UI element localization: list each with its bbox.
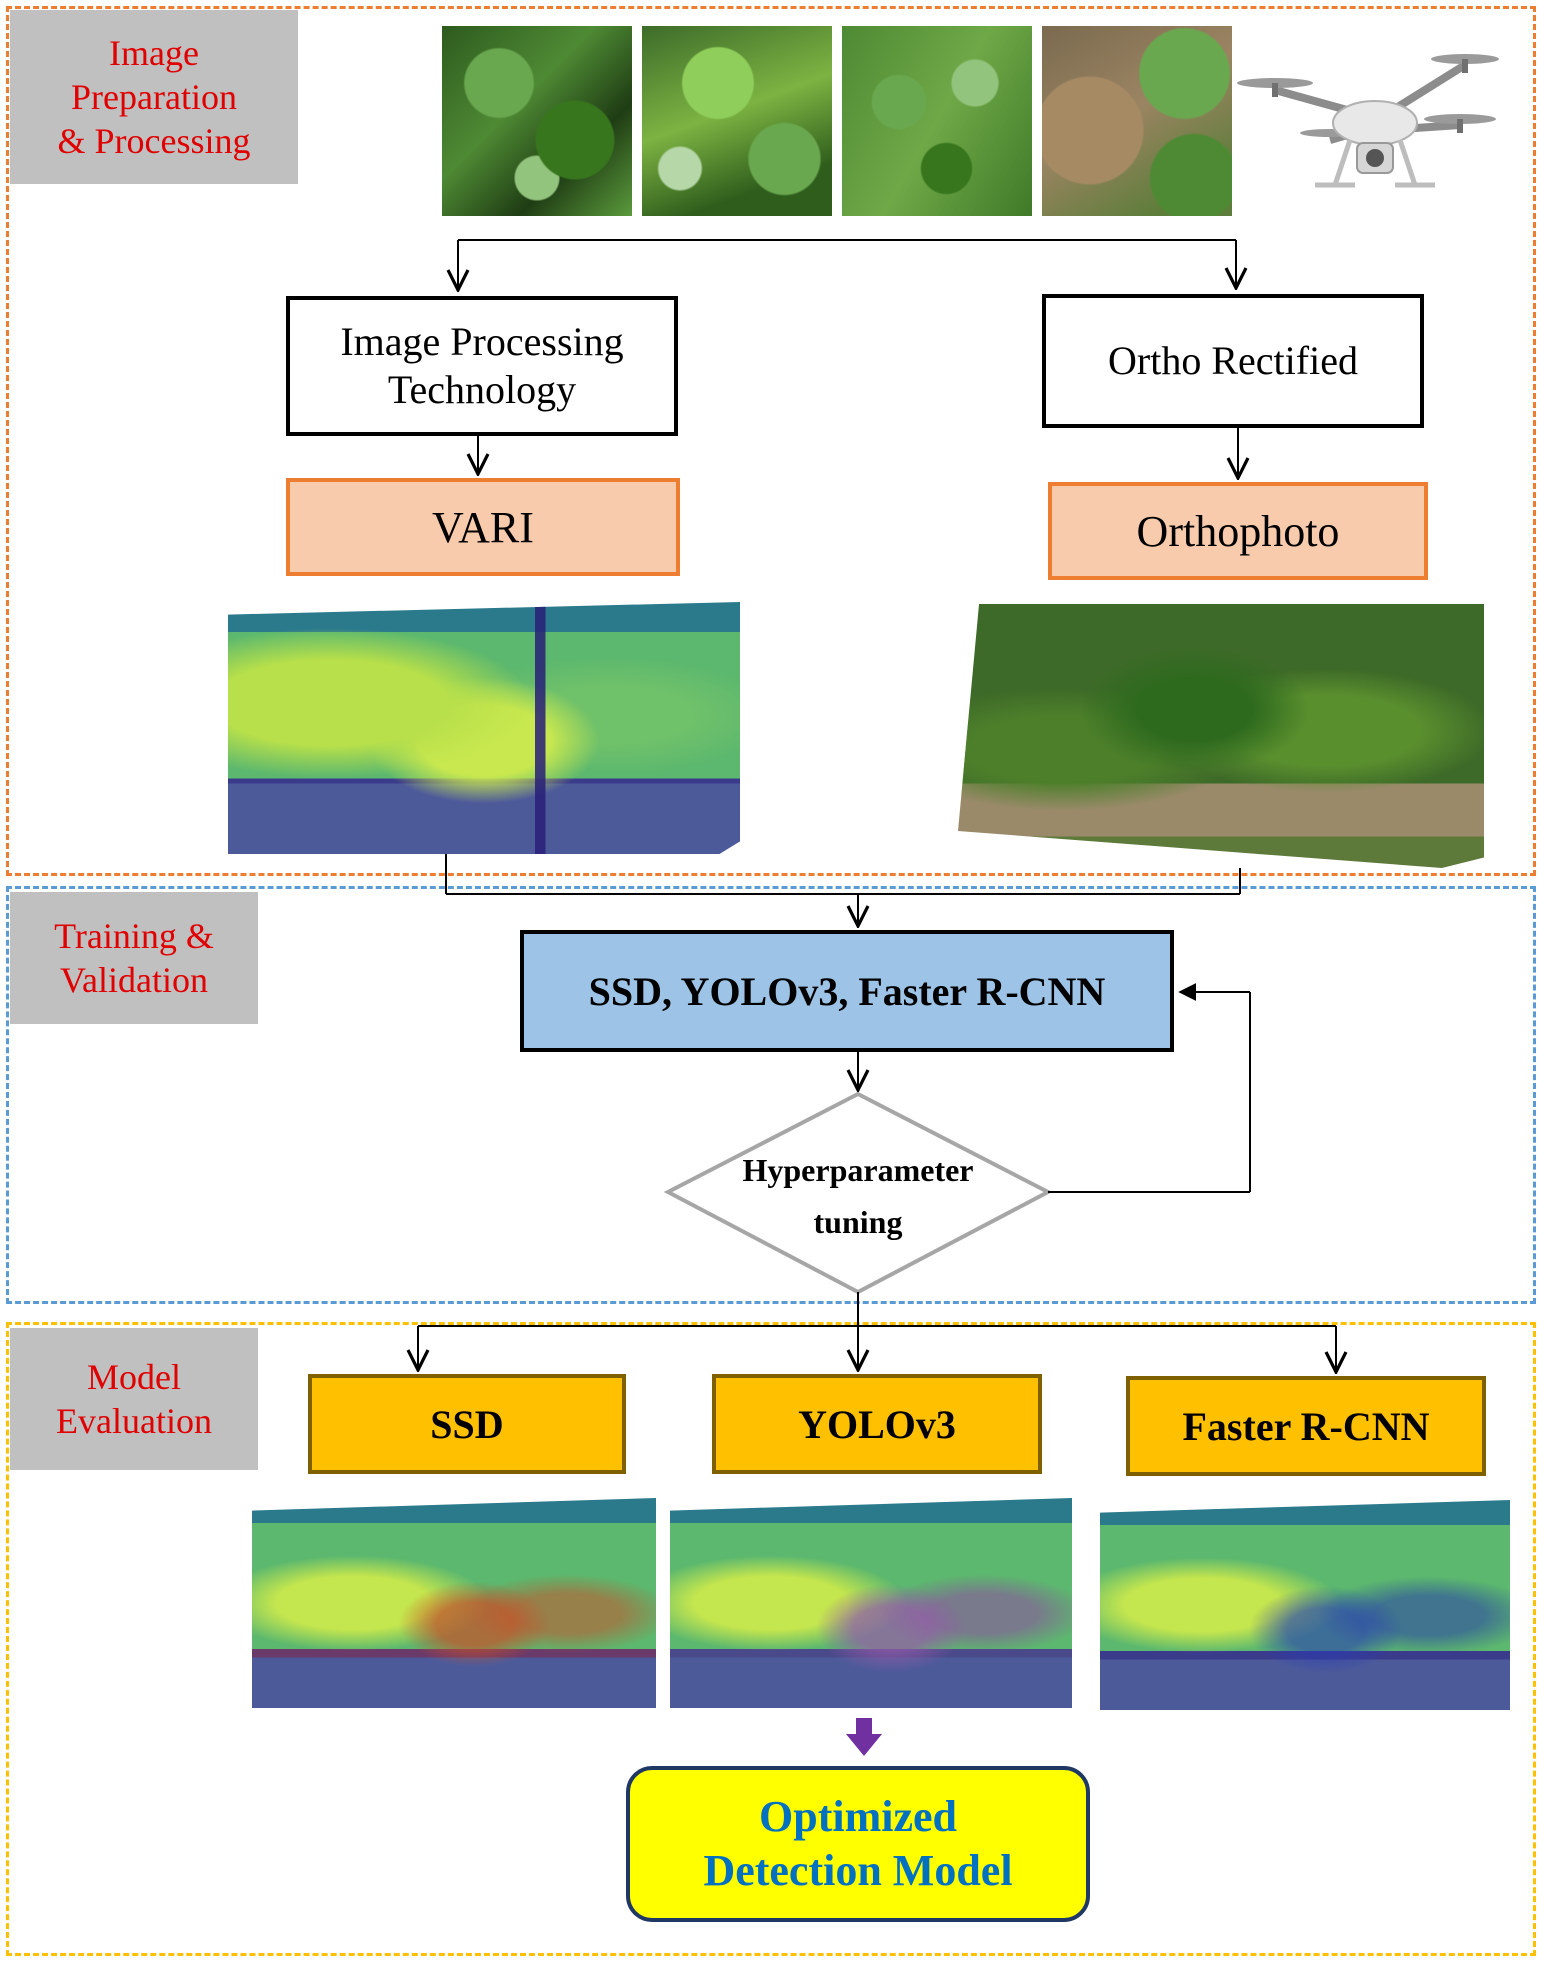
vari-box: VARI [286,478,680,576]
training-section [6,886,1536,1304]
image-processing-box: Image Processing Technology [286,296,678,436]
yolov3-box: YOLOv3 [712,1374,1042,1474]
vari-index-map [228,602,740,854]
aerial-banana-photo-1 [442,26,632,216]
optimized-model-box: Optimized Detection Model [626,1766,1090,1922]
ortho-rectified-box: Ortho Rectified [1042,294,1424,428]
faster-rcnn-box: Faster R-CNN [1126,1376,1486,1476]
aerial-banana-photo-2 [642,26,832,216]
ssd-box: SSD [308,1374,626,1474]
orthophoto-map [958,604,1484,868]
hyperparameter-label: Hyperparameter tuning [742,1152,974,1240]
orthophoto-box: Orthophoto [1048,482,1428,580]
models-box: SSD, YOLOv3, Faster R-CNN [520,930,1174,1052]
training-label: Training & Validation [10,892,258,1024]
aerial-grass-photo [842,26,1032,216]
preparation-section [6,6,1536,876]
faster-rcnn-detection-map [1100,1500,1510,1710]
evaluation-label: Model Evaluation [10,1328,258,1470]
preparation-label: Image Preparation & Processing [10,10,298,184]
ssd-detection-map [252,1498,656,1708]
yolov3-detection-map [670,1498,1072,1708]
aerial-field-photo [1042,26,1232,216]
evaluation-section [6,1322,1536,1956]
